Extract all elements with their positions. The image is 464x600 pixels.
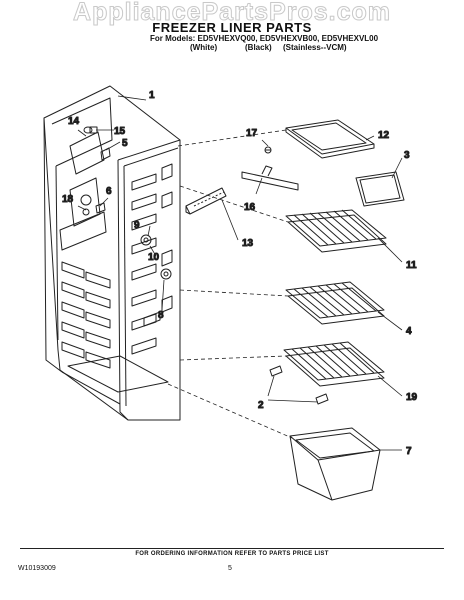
rail-13 bbox=[185, 187, 227, 215]
callout-12: 12 bbox=[378, 130, 390, 141]
freezer-liner bbox=[43, 85, 181, 421]
callout-15: 15 bbox=[114, 126, 126, 137]
wire-shelf-11 bbox=[285, 209, 387, 253]
callout-1: 1 bbox=[149, 90, 155, 101]
leader-lines bbox=[77, 95, 403, 451]
models-line: For Models: ED5VHEXVQ00, ED5VHEXVB00, ED… bbox=[150, 34, 379, 43]
callout-9: 9 bbox=[134, 220, 140, 231]
callout-7: 7 bbox=[406, 446, 412, 457]
assembly-lines bbox=[167, 129, 293, 439]
page-title: FREEZER LINER PARTS bbox=[152, 20, 312, 35]
callout-11: 11 bbox=[406, 260, 417, 271]
watermark: AppliancePartsPros.com bbox=[73, 0, 391, 27]
callout-6: 6 bbox=[106, 186, 112, 197]
callout-19: 19 bbox=[406, 392, 418, 403]
footer-rule bbox=[20, 548, 444, 549]
liner-fittings bbox=[82, 126, 172, 327]
screw-17 bbox=[264, 146, 272, 154]
callout-5: 5 bbox=[122, 138, 128, 149]
callout-10: 10 bbox=[148, 252, 160, 263]
page-number: 5 bbox=[228, 565, 232, 572]
ordering-note: FOR ORDERING INFORMATION REFER TO PARTS … bbox=[135, 551, 329, 557]
callout-14: 14 bbox=[68, 116, 80, 127]
callout-2: 2 bbox=[258, 400, 264, 411]
tray-3 bbox=[355, 171, 405, 207]
callout-13: 13 bbox=[242, 238, 254, 249]
variant-stainless: (Stainless--VCM) bbox=[283, 43, 347, 52]
callout-16: 16 bbox=[244, 202, 256, 213]
variant-white: (White) bbox=[190, 43, 218, 52]
glass-shelf-12 bbox=[285, 119, 375, 159]
callout-18: 18 bbox=[62, 194, 74, 205]
wire-shelf-19 bbox=[283, 341, 385, 387]
bracket-16 bbox=[241, 171, 299, 191]
callout-4: 4 bbox=[406, 326, 412, 337]
wire-shelf-4 bbox=[285, 281, 385, 325]
bin-7 bbox=[289, 427, 381, 501]
document-number: W10193009 bbox=[18, 565, 56, 572]
callout-8: 8 bbox=[158, 310, 164, 321]
callout-17: 17 bbox=[246, 128, 258, 139]
variant-black: (Black) bbox=[245, 43, 272, 52]
callout-3: 3 bbox=[404, 150, 410, 161]
